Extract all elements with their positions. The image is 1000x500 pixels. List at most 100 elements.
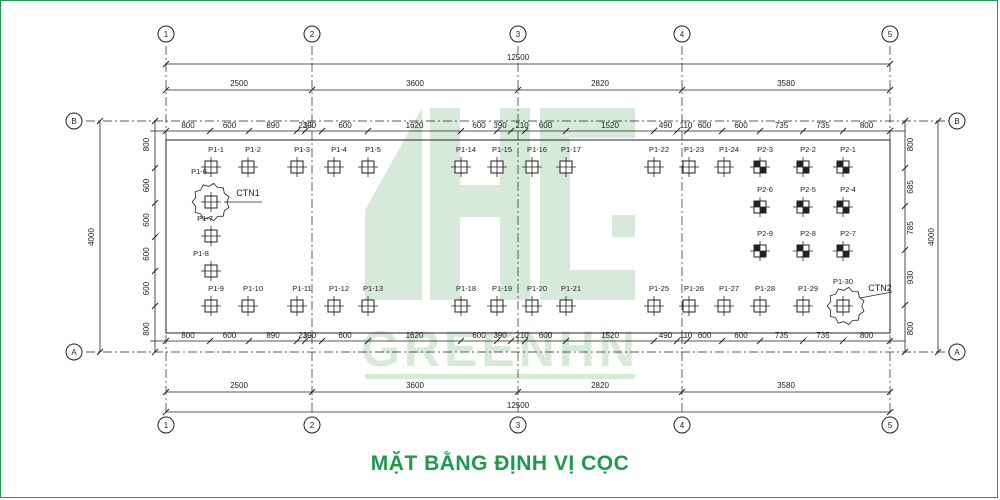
dim-detail: 600: [223, 331, 237, 340]
pile-fill: [754, 161, 760, 167]
dim-detail: 600: [734, 121, 748, 130]
dim-tick: [301, 337, 309, 345]
pile-label: P1-21: [561, 284, 581, 293]
dim-tick: [901, 117, 909, 125]
dim-detail: 600: [539, 331, 553, 340]
pile-p1-27: P1-27: [714, 284, 739, 316]
dim-span-bottom: 3580: [777, 381, 795, 390]
pile-p1-10: P1-10: [238, 284, 263, 316]
pile-fill: [803, 207, 809, 213]
pile-p1-16: P1-16: [522, 145, 547, 177]
dim-left: 800: [142, 322, 151, 336]
dim-right: 930: [906, 270, 915, 284]
dim-right-total: 4000: [927, 228, 936, 246]
dim-tick: [245, 337, 253, 345]
pile-label: P2-7: [840, 229, 856, 238]
dim-tick: [308, 86, 316, 94]
pile-p1-22: P1-22: [644, 145, 669, 177]
pile-p1-28: P1-28: [750, 284, 775, 316]
dim-left: 600: [142, 213, 151, 227]
pile-fill: [837, 161, 843, 167]
pile-label: P1-12: [329, 284, 349, 293]
dim-detail: 735: [775, 331, 789, 340]
dim-left: 600: [142, 247, 151, 261]
dim-detail: 1620: [406, 121, 424, 130]
grid-bubble-label: 5: [888, 421, 893, 430]
pile-fill: [760, 167, 766, 173]
dim-total-bottom: 12500: [507, 401, 530, 410]
dim-tick: [162, 60, 170, 68]
pile-label: P2-3: [757, 145, 773, 154]
grid-bubble-label: A: [954, 348, 960, 357]
inspection-hole-ctn2: [826, 286, 865, 326]
dim-detail: 1620: [406, 331, 424, 340]
dim-detail: 110: [680, 121, 693, 130]
pile-label: P1-26: [684, 284, 704, 293]
dim-detail: 600: [734, 331, 748, 340]
dim-tick: [521, 127, 529, 135]
dim-tick: [901, 348, 909, 356]
pile-p1-1: P1-1: [201, 145, 224, 177]
dim-detail: 735: [816, 121, 830, 130]
dim-tick: [162, 388, 170, 396]
pile-label: P2-4: [840, 185, 856, 194]
dim-detail: 600: [539, 121, 553, 130]
pile-label: P2-6: [757, 185, 773, 194]
dim-detail: 210: [515, 331, 529, 340]
pile-label: P1-24: [719, 145, 739, 154]
pile-p2-4: P2-4: [833, 185, 856, 217]
dim-detail: 800: [860, 331, 874, 340]
dim-detail: 600: [223, 121, 237, 130]
pile-p1-8: P1-8: [193, 249, 221, 281]
pile-p1-30: P1-30: [833, 277, 853, 316]
pile-label: P2-8: [800, 229, 816, 238]
watermark-shape: [612, 215, 635, 237]
dim-tick: [756, 127, 764, 135]
dim-right: 800: [906, 321, 915, 335]
pile-p2-7: P2-7: [833, 229, 856, 261]
watermark-logo: GREENHN: [361, 108, 639, 379]
pile-label: P1-25: [649, 284, 669, 293]
grid-bubble-label: 2: [310, 421, 315, 430]
dim-tick: [96, 117, 104, 125]
pile-p1-25: P1-25: [644, 284, 669, 316]
dim-span-top: 3600: [406, 79, 424, 88]
dim-detail: 600: [338, 121, 352, 130]
dim-tick: [886, 388, 894, 396]
pile-p1-21: P1-21: [556, 284, 581, 316]
ctn1-label: CTN1: [236, 188, 260, 198]
dim-tick: [934, 348, 942, 356]
pile-label: P1-18: [456, 284, 476, 293]
pile-p1-17: P1-17: [556, 145, 581, 177]
dim-tick: [293, 127, 301, 135]
pile-label: P1-5: [365, 145, 381, 154]
pile-label: P2-2: [800, 145, 816, 154]
pile-label: P2-5: [800, 185, 816, 194]
dim-detail: 390: [493, 331, 507, 340]
dim-tick: [650, 127, 658, 135]
grid-bubble-label: 4: [680, 30, 685, 39]
dim-detail: 600: [338, 331, 352, 340]
pile-p2-8: P2-8: [793, 229, 816, 261]
pile-label: P1-28: [755, 284, 775, 293]
dim-tick: [364, 337, 372, 345]
dim-detail: 1520: [601, 331, 619, 340]
pile-p1-24: P1-24: [714, 145, 739, 177]
pile-p1-6: P1-6: [191, 167, 221, 212]
pile-p1-14: P1-14: [451, 145, 476, 177]
pile-p1-15: P1-15: [487, 145, 512, 177]
dim-tick: [678, 86, 686, 94]
dim-span-top: 2820: [591, 79, 609, 88]
dim-tick: [839, 127, 847, 135]
pile-fill: [797, 201, 803, 207]
dim-left-total: 4000: [87, 228, 96, 246]
watermark-text: GREENHN: [361, 321, 639, 377]
dim-tick: [364, 127, 372, 135]
pile-p1-4: P1-4: [324, 145, 347, 177]
dim-detail: 600: [698, 121, 712, 130]
dim-tick: [901, 246, 909, 254]
watermark-shape: [365, 374, 635, 379]
pile-fill: [797, 161, 803, 167]
